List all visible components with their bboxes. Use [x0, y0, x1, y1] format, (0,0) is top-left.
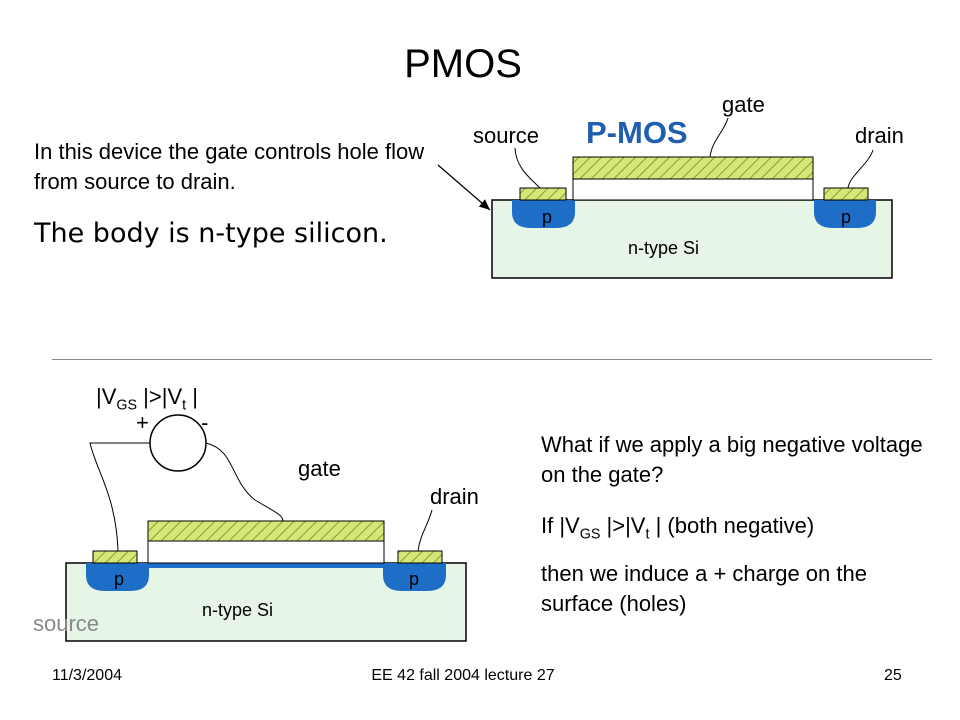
top-pmos-diagram [437, 117, 893, 279]
plus-terminal-label: + [136, 410, 149, 435]
footer-date: 11/3/2004 [52, 667, 122, 684]
gate-wire [205, 442, 284, 522]
bottom-gate-oxide [147, 540, 385, 564]
top-label-source: source [473, 123, 540, 148]
result-text: then we induce a + charge on the surface… [541, 561, 867, 616]
bottom-label-drain: drain [430, 484, 479, 509]
top-p-region-left [512, 200, 575, 228]
bottom-pmos-diagram [65, 414, 467, 642]
bottom-p-region-left [86, 563, 149, 591]
top-gate-oxide [572, 178, 814, 201]
intro-text: In this device the gate controls hole fl… [34, 139, 425, 194]
top-label-p-right: p [841, 207, 852, 227]
top-label-p-left: p [542, 207, 553, 227]
top-label-substrate: n-type Si [628, 238, 700, 258]
top-gate [572, 156, 814, 180]
bottom-p-region-right [383, 563, 446, 591]
source-wire [89, 442, 150, 552]
top-label-drain: drain [855, 123, 904, 148]
footer-course: EE 42 fall 2004 lecture 27 [371, 667, 555, 684]
bottom-label-source: source [33, 611, 100, 636]
bottom-hole-channel [148, 563, 384, 568]
bottom-drain-contact [397, 550, 443, 564]
minus-terminal-label: - [201, 410, 209, 435]
vgs-condition-label: |VGS |>|Vt | [96, 384, 198, 414]
top-pointer-arrow [437, 164, 491, 211]
top-label-gate: gate [722, 92, 765, 117]
slide-title: PMOS [404, 42, 522, 86]
section-divider [52, 359, 932, 360]
bottom-source-contact [92, 550, 138, 564]
top-drain-contact [823, 187, 869, 201]
bottom-label-gate: gate [298, 456, 341, 481]
bottom-gate [147, 520, 385, 542]
question-text: What if we apply a big negative voltage … [541, 432, 923, 487]
bottom-label-substrate: n-type Si [202, 600, 274, 620]
body-type-text: The body is n-type silicon. [34, 218, 388, 249]
top-drain-leader [847, 149, 874, 189]
top-label-pmos: P-MOS [586, 115, 688, 150]
condition-text: If |VGS |>|Vt | (both negative) [541, 513, 815, 543]
top-source-leader [514, 147, 541, 189]
top-gate-leader [709, 117, 729, 158]
top-source-contact [519, 187, 567, 201]
top-p-region-right [814, 200, 876, 228]
bottom-drain-leader [417, 509, 433, 552]
voltage-source-symbol [149, 414, 207, 472]
bottom-label-p-right: p [409, 569, 420, 589]
footer-page-number: 25 [884, 667, 902, 684]
bottom-label-p-left: p [114, 569, 125, 589]
